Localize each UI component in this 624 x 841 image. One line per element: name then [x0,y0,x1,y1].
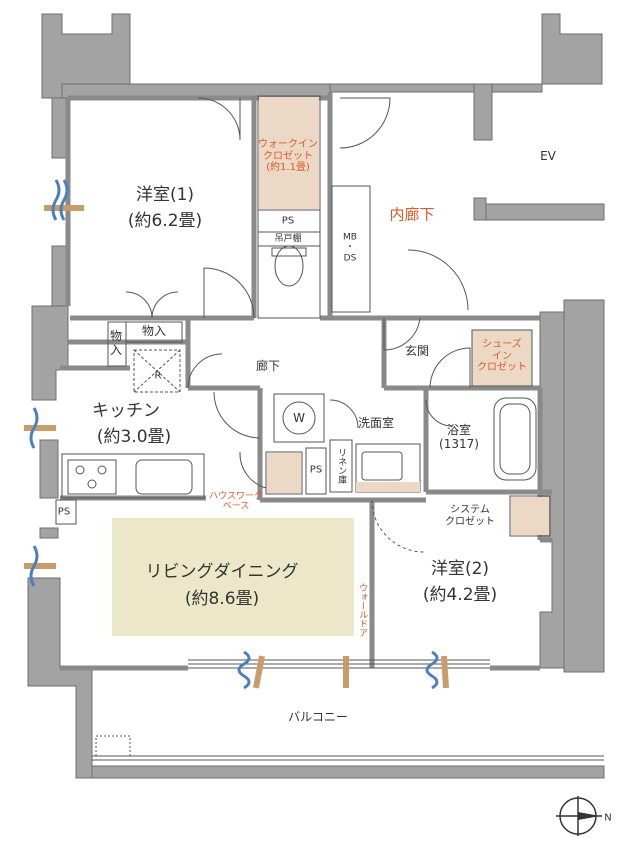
hallway-label: 廊下 [255,359,281,374]
shoes-closet-label: シューズ イン クロゼット [477,338,527,373]
walkin-closet-label: ウォークイン クロゼット (約1.1畳) [258,138,318,173]
walkin-closet-fill [259,97,319,209]
inner-corridor-label: 内廊下 [389,205,435,224]
ventilation-arrows [24,179,449,690]
bedroom1-name: 洋室(1) [135,185,195,206]
balcony-label: バルコニー [288,710,348,725]
wall-door-label: ウォールドア [357,583,368,637]
mbds-label: MB ・ DS [343,232,357,264]
housework-base-fill [267,453,301,493]
linen-fill [356,482,420,492]
ps-left-label: PS [57,506,71,518]
ps-mid-label: PS [309,464,323,476]
washroom-label: 洗面室 [357,416,395,431]
washer-label: W [293,411,305,426]
bedroom2-size: (約4.2畳) [422,585,498,606]
ev-label: EV [540,149,556,164]
bedroom2-name: 洋室(2) [430,559,490,580]
linen-label: リネン庫 [336,448,347,484]
system-closet-label: システム クロゼット [445,504,495,528]
storage-b-label: 物入 [141,324,167,339]
thin-lines [55,95,604,761]
kitchen-name: キッチン [92,401,160,422]
living-name: リビングダイニング [145,562,299,583]
housework-base-label: ハウスワーク ベース [208,491,264,512]
living-floor [112,518,354,636]
bedroom1-size: (約6.2畳) [127,211,203,232]
structure-walls [27,13,605,779]
r-mark: R [154,370,162,382]
ps-top-label: PS [281,215,295,227]
hanging-shelf-label: 吊戸棚 [274,233,302,244]
living-size: (約8.6畳) [184,589,260,610]
balcony-storage [95,735,131,757]
entrance-label: 玄関 [404,344,430,359]
storage-a-label: 物 入 [109,329,123,357]
bathroom-label: 浴室 (1317) [439,423,479,451]
system-closet-fill [511,497,549,535]
north-label: N [604,812,612,824]
shoes-closet-fill [471,329,533,387]
compass-icon [556,796,602,836]
kitchen-size: (約3.0畳) [96,427,172,448]
